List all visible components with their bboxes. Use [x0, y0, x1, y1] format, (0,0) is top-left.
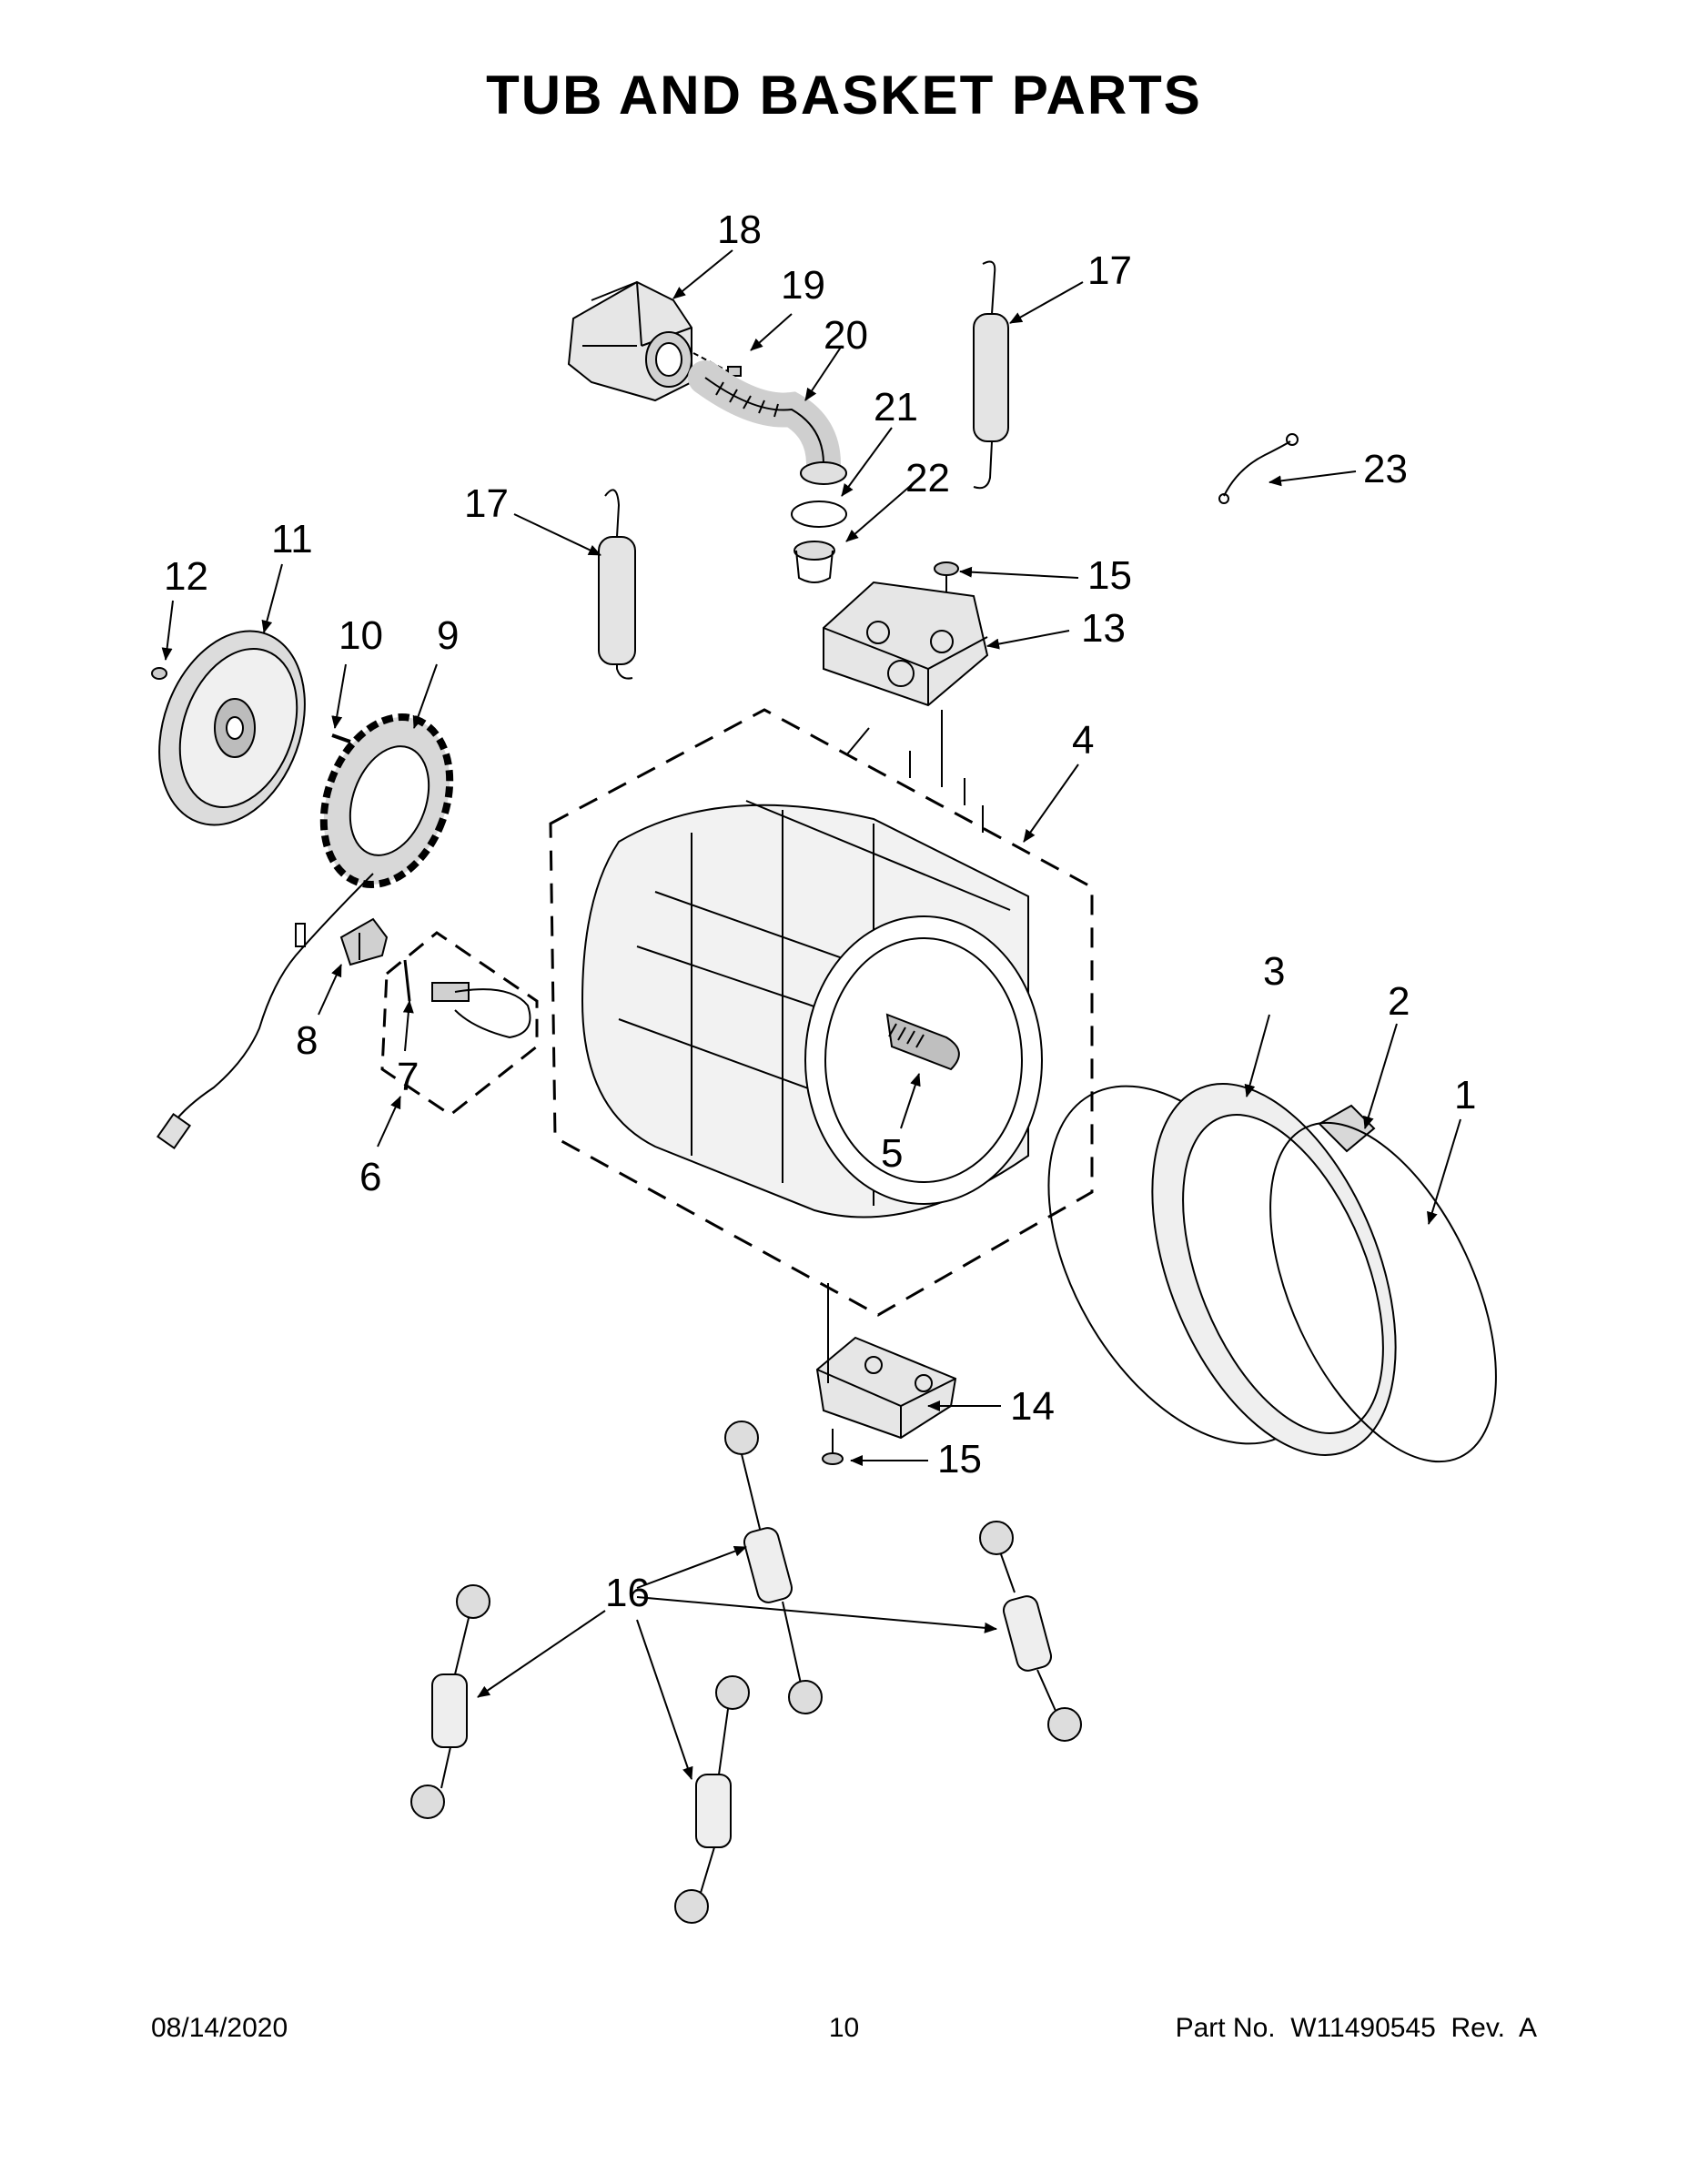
callout-23: 23	[1363, 447, 1408, 491]
front-tub-ring-part	[1151, 1083, 1397, 1456]
footer-page-number: 10	[828, 2013, 860, 2043]
callout-17-right: 17	[1087, 248, 1132, 293]
pump-housing-part	[567, 280, 692, 402]
hall-sensor-part	[339, 917, 389, 966]
callout-2: 2	[1388, 979, 1410, 1024]
rotor-bolt-part	[151, 667, 167, 680]
callout-20: 20	[824, 313, 868, 358]
bolt-part-bottom	[822, 1429, 844, 1465]
tub-assembly-part	[549, 708, 1094, 1317]
counterweight-bottom-part	[815, 1283, 957, 1440]
callout-7: 7	[397, 1055, 419, 1099]
stator-part	[319, 713, 454, 888]
callout-19: 19	[781, 263, 825, 308]
sensor-wire-part	[1218, 433, 1299, 504]
callout-1: 1	[1454, 1073, 1476, 1117]
counterweight-top-part	[823, 581, 989, 787]
wire-harness-part	[156, 873, 374, 1149]
callout-21: 21	[874, 385, 918, 430]
spring-part-right	[973, 260, 1009, 490]
filter-cup-part	[793, 541, 835, 583]
callout-11: 11	[271, 517, 313, 561]
basket-lifter-part	[885, 1013, 960, 1071]
shock-damper-part-4	[674, 1675, 750, 1924]
callout-6: 6	[359, 1155, 381, 1199]
heater-group-part	[380, 931, 539, 1117]
shock-damper-part-3	[410, 1584, 490, 1819]
callout-16: 16	[605, 1571, 650, 1615]
footer-date: 08/14/2020	[151, 2013, 288, 2043]
footer-part-number: Part No. W11490545 Rev. A	[1175, 2013, 1537, 2043]
callout-5: 5	[881, 1131, 903, 1176]
callout-18: 18	[717, 207, 762, 252]
door-boot-part	[1269, 1121, 1497, 1463]
spring-part-left	[598, 489, 636, 680]
stator-bolt-part	[331, 733, 351, 743]
hose-part	[688, 360, 847, 485]
callout-15-top: 15	[1087, 553, 1132, 598]
callout-labels: 1 2 3 4 5 6 7 8 9 10 11 12 13 14 15 15 1…	[164, 207, 1476, 1615]
callout-15-bottom: 15	[937, 1437, 982, 1481]
callout-10: 10	[339, 613, 383, 658]
clamp-ring-part	[791, 500, 847, 528]
callout-9: 9	[437, 613, 459, 658]
shock-damper-part-2	[979, 1521, 1082, 1742]
callout-22: 22	[905, 456, 950, 500]
page-title: TUB AND BASKET PARTS	[486, 65, 1202, 126]
callout-12: 12	[164, 554, 208, 599]
callout-13: 13	[1081, 606, 1126, 651]
callout-17-left: 17	[464, 481, 509, 526]
callout-8: 8	[296, 1018, 318, 1063]
shock-damper-part-1	[724, 1421, 823, 1714]
callout-4: 4	[1072, 718, 1094, 763]
callout-14: 14	[1010, 1384, 1055, 1429]
rotor-part	[158, 630, 306, 826]
leader-lines	[161, 249, 1461, 1780]
callout-3: 3	[1263, 949, 1285, 994]
